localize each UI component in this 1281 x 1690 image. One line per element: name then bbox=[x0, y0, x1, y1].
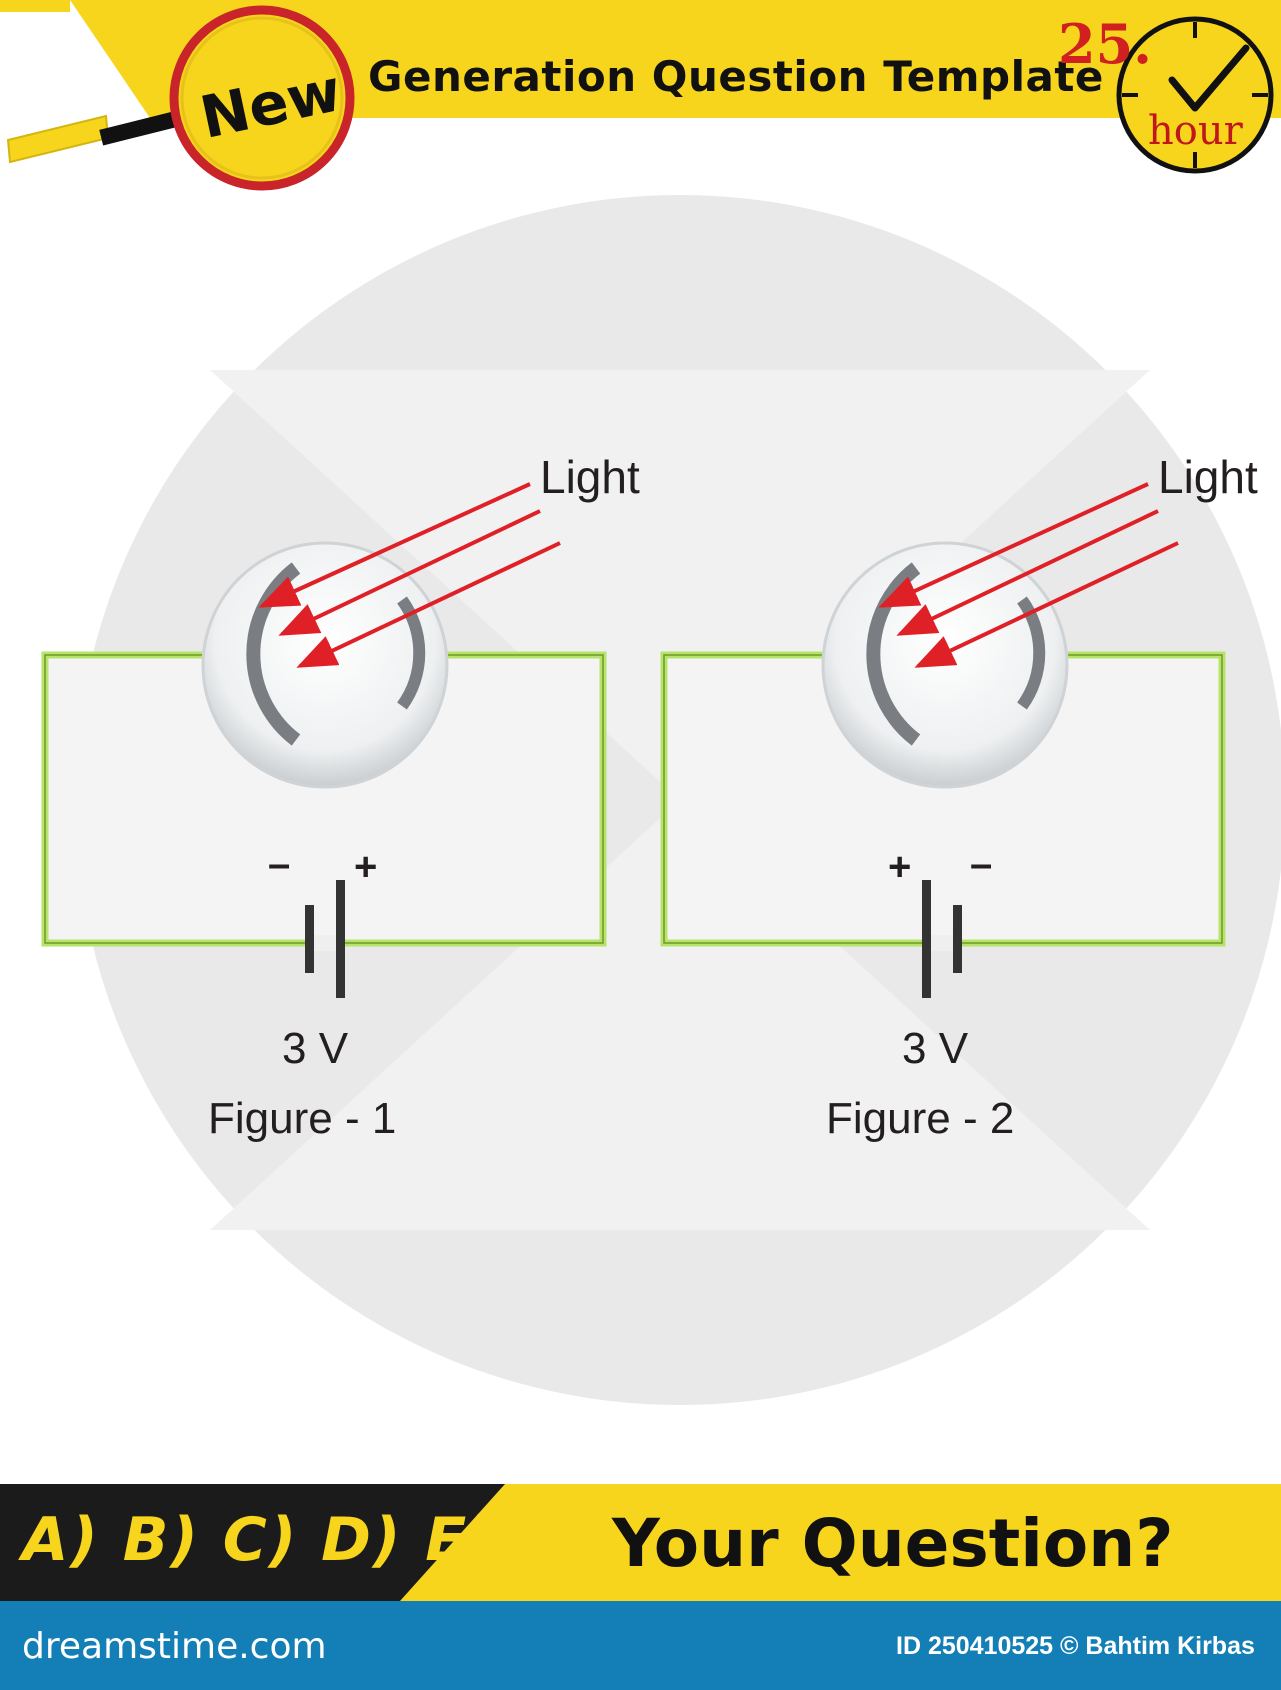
diagram-canvas bbox=[41, 195, 1281, 1405]
question-prompt: Your Question? bbox=[612, 1505, 1174, 1582]
figure-1-light-label: Light bbox=[540, 451, 640, 503]
timer-number: 25. bbox=[1058, 12, 1152, 76]
background-wedge-light bbox=[210, 370, 1150, 800]
timer-unit: hour bbox=[1148, 108, 1243, 154]
figure-2-light-ray-3 bbox=[914, 541, 1179, 668]
figure-2-caption: Figure - 2 bbox=[826, 1094, 1015, 1143]
figure-2-sign-left: + bbox=[888, 845, 912, 889]
figure-1-circuit bbox=[41, 482, 607, 998]
figure-1-anode bbox=[397, 596, 426, 710]
watermark-bar bbox=[0, 1601, 1281, 1690]
figure-2-sign-right: – bbox=[970, 842, 993, 886]
figure-2-light-ray-2 bbox=[896, 509, 1159, 636]
figure-2-circuit bbox=[660, 482, 1226, 998]
figure-1-voltage: 3 V bbox=[282, 1024, 349, 1073]
figure-1-caption: Figure - 1 bbox=[208, 1094, 397, 1143]
watermark-brand: dreamstime.com bbox=[22, 1626, 327, 1667]
figure-1-light-ray-1 bbox=[258, 482, 531, 608]
figure-2-battery-negative-plate bbox=[953, 905, 962, 973]
figure-2-light-ray-1 bbox=[878, 482, 1149, 608]
figure-1-photocell-bulb bbox=[201, 541, 449, 789]
clock-icon bbox=[1116, 16, 1274, 174]
figure-1-battery-positive-plate bbox=[336, 880, 345, 998]
footer-band bbox=[0, 1484, 1281, 1601]
background-wedge-light-bottom bbox=[210, 800, 1150, 1230]
figure-1-sign-left: – bbox=[268, 842, 291, 886]
answer-options: A) B) C) D) E) bbox=[22, 1505, 498, 1575]
figure-1-sign-right: + bbox=[354, 845, 378, 889]
figure-1-light-ray-3 bbox=[296, 541, 561, 668]
figure-2-light-label: Light bbox=[1158, 451, 1258, 503]
page-title: Generation Question Template bbox=[368, 52, 1104, 101]
magnifier-icon bbox=[6, 5, 355, 191]
figure-1-battery-negative-plate bbox=[305, 905, 314, 973]
watermark-credit: ID 250410525 © Bahtim Kirbas bbox=[896, 1632, 1255, 1660]
figure-2-battery-positive-plate bbox=[922, 880, 931, 998]
figure-2-photocell-bulb bbox=[821, 541, 1069, 789]
figure-2-voltage: 3 V bbox=[902, 1024, 969, 1073]
figure-1-light-ray-2 bbox=[278, 509, 541, 636]
